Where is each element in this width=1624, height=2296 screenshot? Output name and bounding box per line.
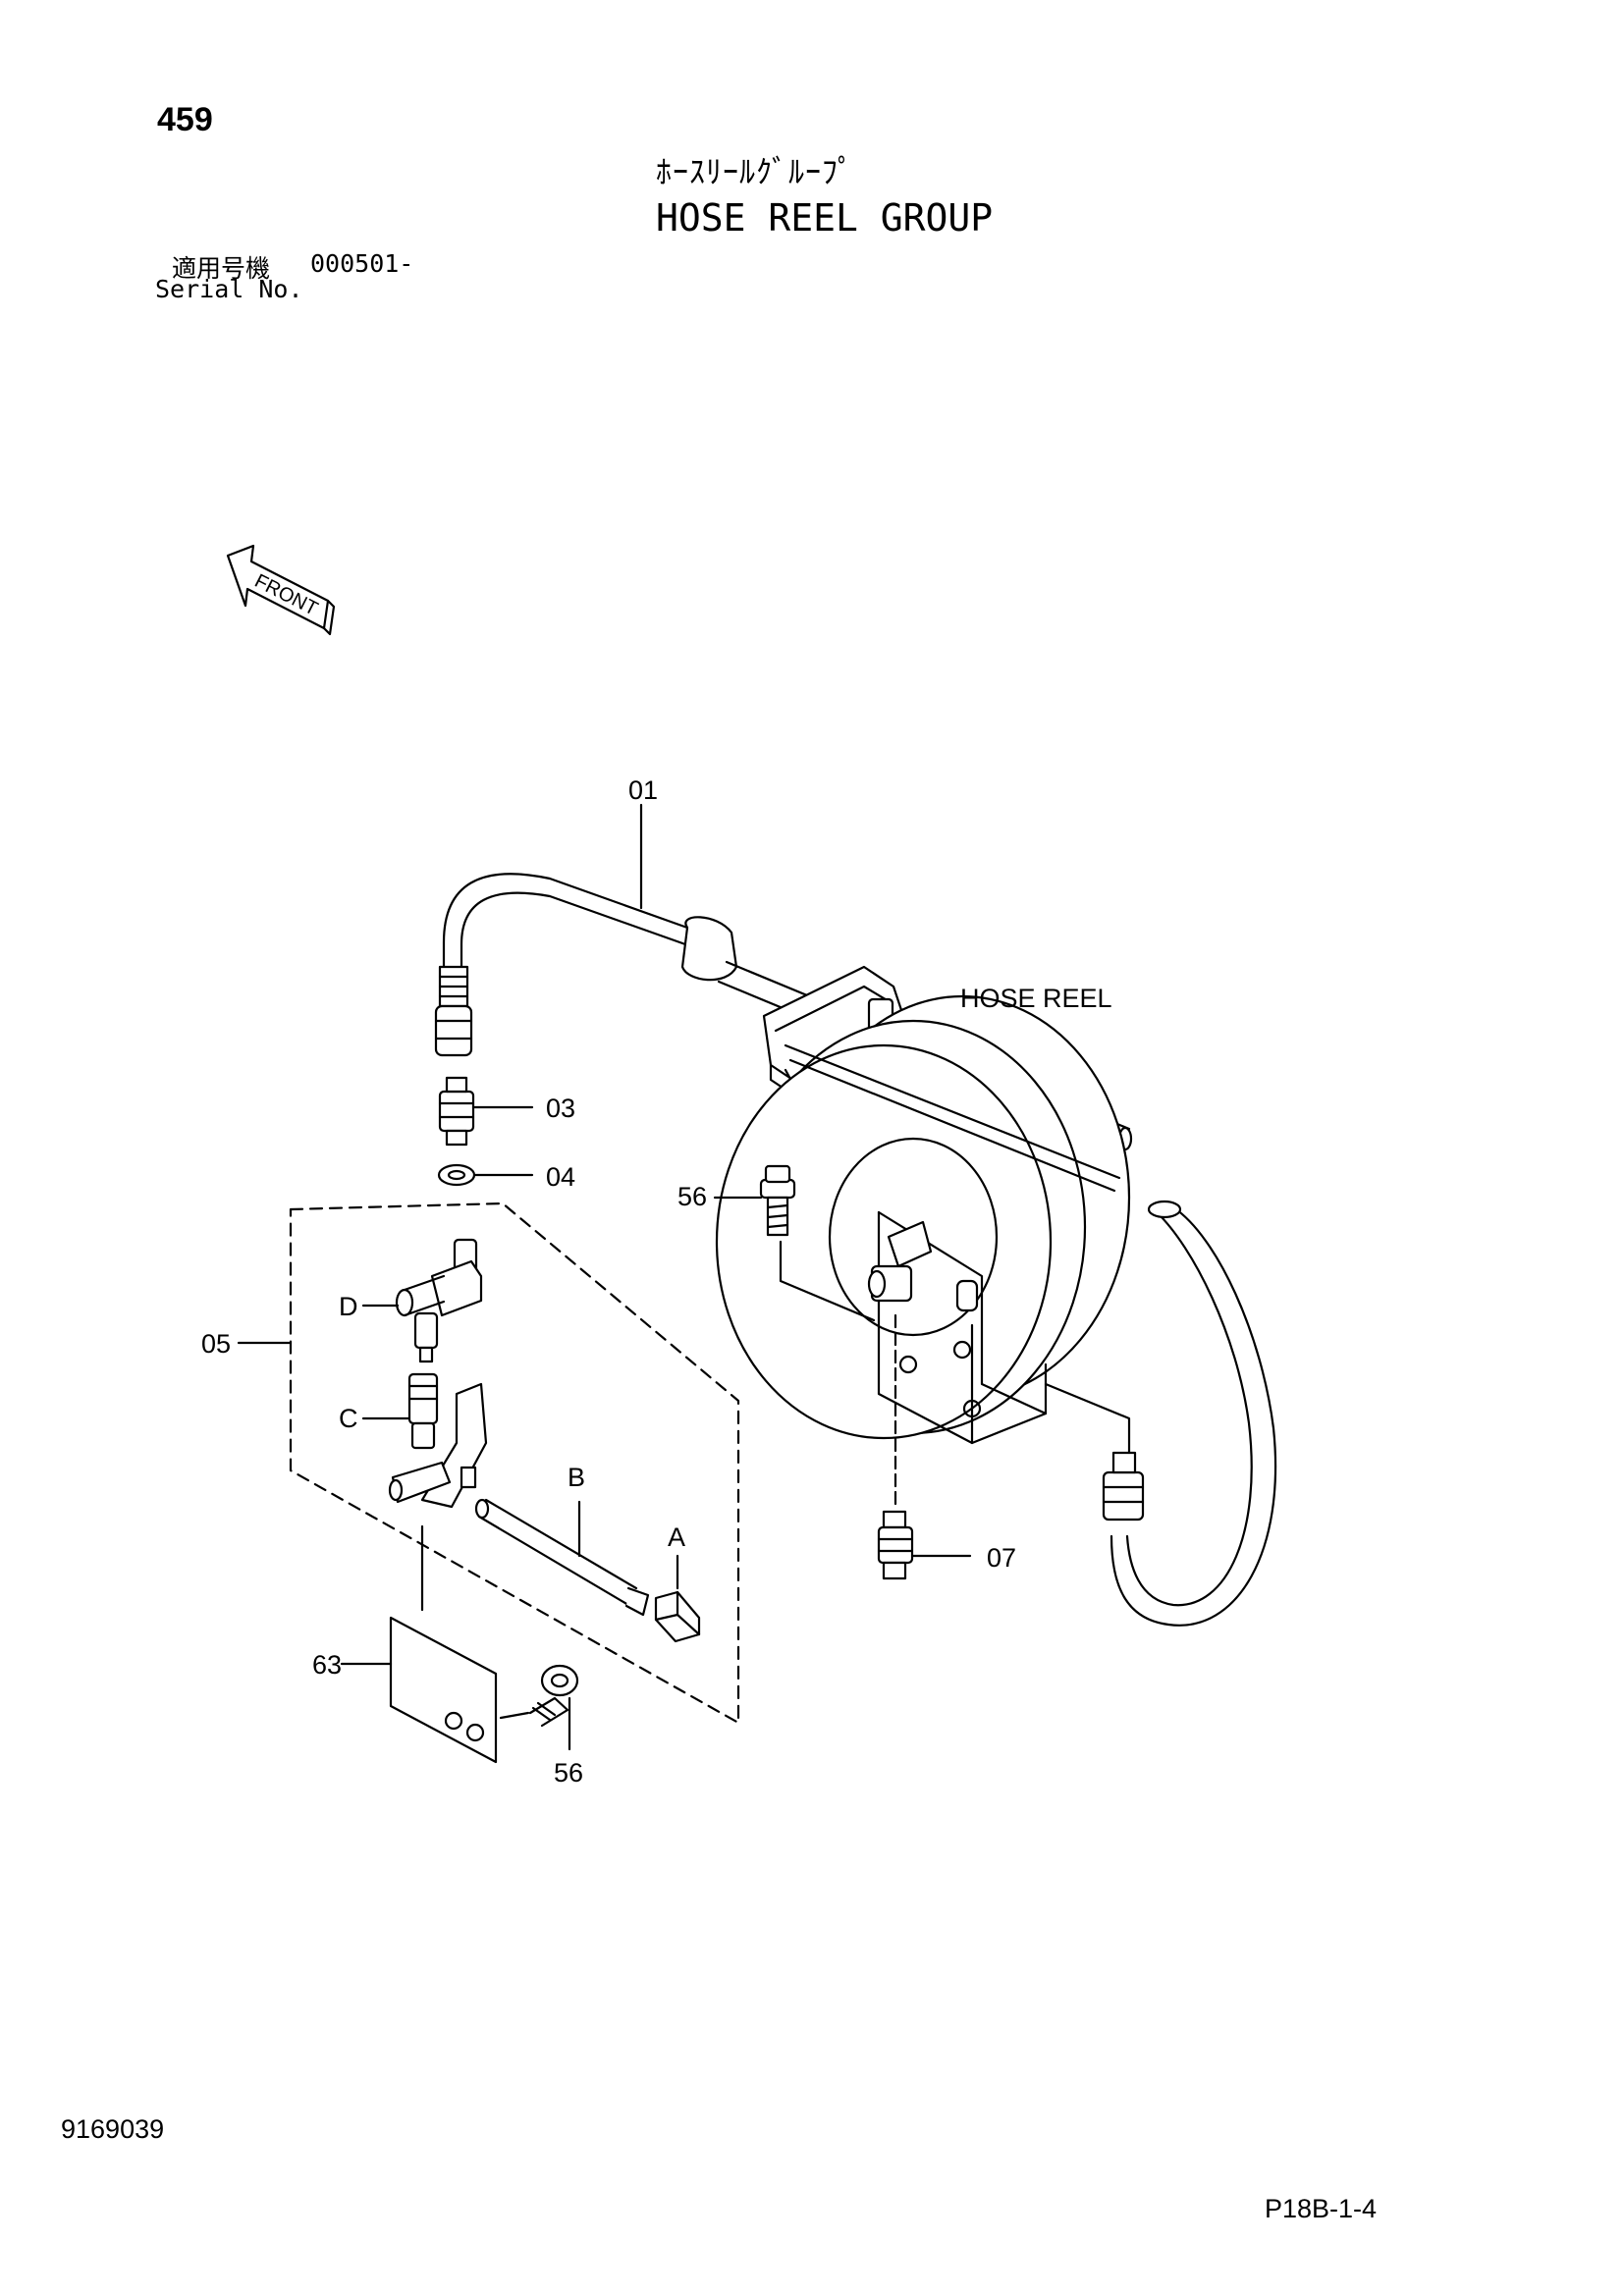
callout-D: D	[339, 1292, 358, 1321]
callout-07: 07	[987, 1543, 1016, 1573]
hose-reel-label: HOSE REEL	[960, 984, 1112, 1013]
bolt-56-lower	[528, 1664, 579, 1728]
hose-reel	[715, 965, 1131, 1445]
callout-56-lower: 56	[554, 1758, 583, 1788]
o-ring-04	[437, 1163, 476, 1187]
callout-C: C	[339, 1404, 358, 1433]
callout-03: 03	[546, 1094, 575, 1123]
callout-56-upper: 56	[677, 1182, 707, 1211]
page-reference: P18B-1-4	[1265, 2194, 1378, 2223]
pipe-B	[474, 1498, 650, 1617]
plate-63	[389, 1616, 498, 1764]
page-title: HOSE REEL GROUP	[656, 196, 994, 240]
page-title-japanese: ﾎｰｽﾘｰﾙｸﾞﾙｰﾌﾟ	[656, 154, 855, 189]
callout-04: 04	[546, 1162, 575, 1192]
front-arrow-icon: FRONT	[226, 544, 336, 636]
outlet-hose	[1102, 1200, 1277, 1627]
ball-valve-C	[388, 1372, 488, 1509]
adapter-03	[438, 1076, 475, 1147]
callout-01: 01	[628, 775, 658, 805]
serial-label-japanese: 適用号機	[172, 255, 271, 283]
document-number: 9169039	[61, 2114, 165, 2144]
serial-number-value: 000501-	[310, 249, 414, 278]
bolt-56-upper	[759, 1164, 796, 1237]
plug-A	[654, 1590, 701, 1643]
serial-label: Serial No.	[155, 275, 303, 303]
elbow-fitting-D	[395, 1238, 483, 1363]
adapter-07	[877, 1510, 914, 1580]
callout-05: 05	[201, 1329, 231, 1359]
page-number: 459	[157, 101, 213, 138]
callout-B: B	[568, 1463, 585, 1492]
callout-63: 63	[312, 1650, 342, 1680]
callout-A: A	[668, 1522, 685, 1552]
